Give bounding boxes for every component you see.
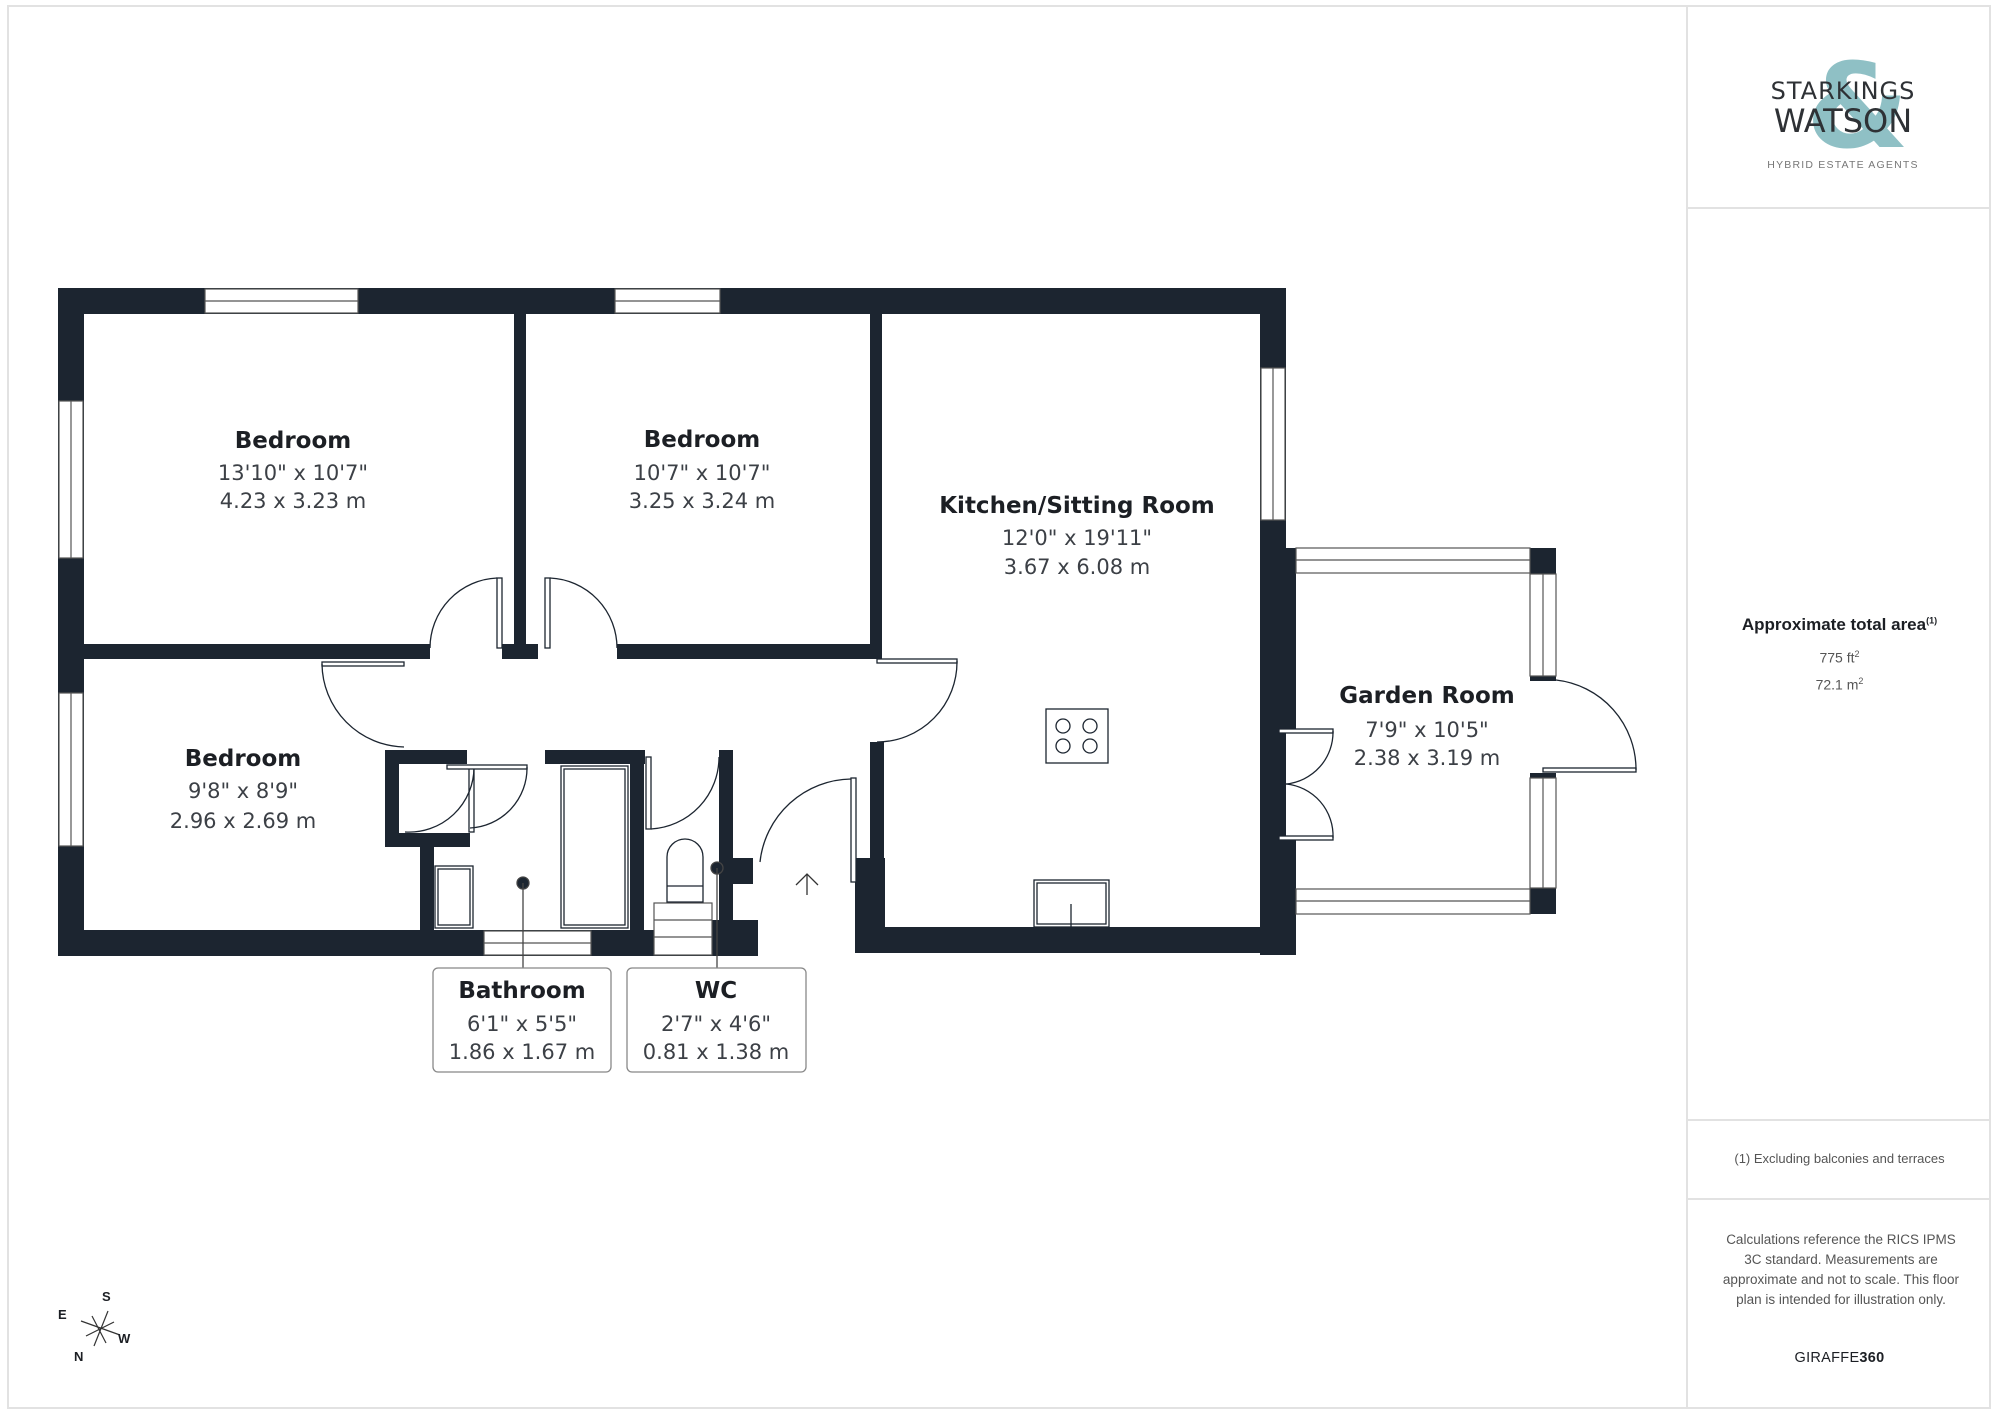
agency-logo: & STARKINGS WATSON HYBRID ESTATE AGENTS <box>1767 47 1918 173</box>
logo-line-1: STARKINGS <box>1770 77 1916 105</box>
disclaimer-text: Calculations reference the RICS IPMS 3C … <box>1722 1232 1960 1307</box>
room-name: Bathroom <box>458 978 585 1004</box>
room-name: Kitchen/Sitting Room <box>939 493 1215 519</box>
room-dim-metric: 1.86 x 1.67 m <box>449 1040 595 1064</box>
brand-light: GIRAFFE <box>1794 1350 1860 1366</box>
room-dim-metric: 4.23 x 3.23 m <box>220 489 366 513</box>
area-imperial-sup: 2 <box>1854 649 1860 659</box>
footnote-panel: (1) Excluding balconies and terraces <box>1688 1121 1991 1200</box>
room-name: Bedroom <box>644 427 761 453</box>
room-dim-imperial: 13'10" x 10'7" <box>218 461 368 485</box>
room-name: WC <box>695 978 737 1004</box>
area-panel: Approximate total area(1) 775 ft2 72.1 m… <box>1688 209 1991 1121</box>
room-dim-imperial: 7'9" x 10'5" <box>1365 718 1488 742</box>
room-name: Garden Room <box>1339 683 1514 709</box>
footnote-text: (1) Excluding balconies and terraces <box>1734 1151 1945 1166</box>
area-metric-value: 72.1 m <box>1815 676 1859 693</box>
brand-bold: 360 <box>1859 1350 1885 1366</box>
walls <box>58 288 1287 956</box>
area-imperial-value: 775 ft <box>1819 649 1855 666</box>
garden-room-walls <box>1260 547 1557 955</box>
logo-panel: & STARKINGS WATSON HYBRID ESTATE AGENTS <box>1688 5 1991 209</box>
room-dim-metric: 2.38 x 3.19 m <box>1354 746 1500 770</box>
logo-tagline: HYBRID ESTATE AGENTS <box>1767 159 1919 171</box>
room-dim-metric: 3.25 x 3.24 m <box>629 489 775 513</box>
area-metric-sup: 2 <box>1858 676 1864 686</box>
disclaimer-panel: Calculations reference the RICS IPMS 3C … <box>1688 1200 1991 1409</box>
room-dim-metric: 2.96 x 2.69 m <box>170 809 316 833</box>
callout-boxes <box>432 967 807 1073</box>
logo-ampersand: & <box>1806 37 1909 175</box>
area-imperial: 775 ft2 <box>1688 649 1991 666</box>
floor-plan: Bedroom 13'10" x 10'7" 4.23 x 3.23 m Bed… <box>58 288 1637 1073</box>
room-dim-imperial: 12'0" x 19'11" <box>1002 526 1152 550</box>
entrance-arrow-icon <box>795 873 819 895</box>
giraffe360-brand: GIRAFFE360 <box>1688 1350 1991 1366</box>
compass-w-label: W <box>118 1331 131 1346</box>
fixtures <box>434 708 1110 929</box>
room-name: Bedroom <box>185 746 302 772</box>
compass-n-label: N <box>74 1349 84 1364</box>
doors <box>321 577 1637 883</box>
compass-icon <box>80 1310 121 1347</box>
room-dim-imperial: 9'8" x 8'9" <box>188 779 298 803</box>
room-name: Bedroom <box>235 428 352 454</box>
footnote-marker: (1) <box>1926 615 1938 626</box>
compass-e-label: E <box>58 1307 67 1322</box>
room-dim-metric: 3.67 x 6.08 m <box>1004 555 1150 579</box>
area-title-text: Approximate total area <box>1741 615 1927 634</box>
info-sidebar: & STARKINGS WATSON HYBRID ESTATE AGENTS … <box>1686 5 1991 1409</box>
room-dim-imperial: 6'1" x 5'5" <box>467 1012 577 1036</box>
room-dim-metric: 0.81 x 1.38 m <box>643 1040 789 1064</box>
compass-s-label: S <box>102 1289 111 1304</box>
room-dim-imperial: 2'7" x 4'6" <box>661 1012 771 1036</box>
compass-rose: S E W N <box>48 1283 148 1383</box>
logo-line-2: WATSON <box>1773 102 1913 140</box>
area-title: Approximate total area(1) <box>1688 615 1991 635</box>
windows <box>58 288 1286 956</box>
callout-leaders <box>516 861 724 968</box>
room-dim-imperial: 10'7" x 10'7" <box>634 461 771 485</box>
area-metric: 72.1 m2 <box>1688 676 1991 693</box>
page-frame <box>7 5 1991 1409</box>
